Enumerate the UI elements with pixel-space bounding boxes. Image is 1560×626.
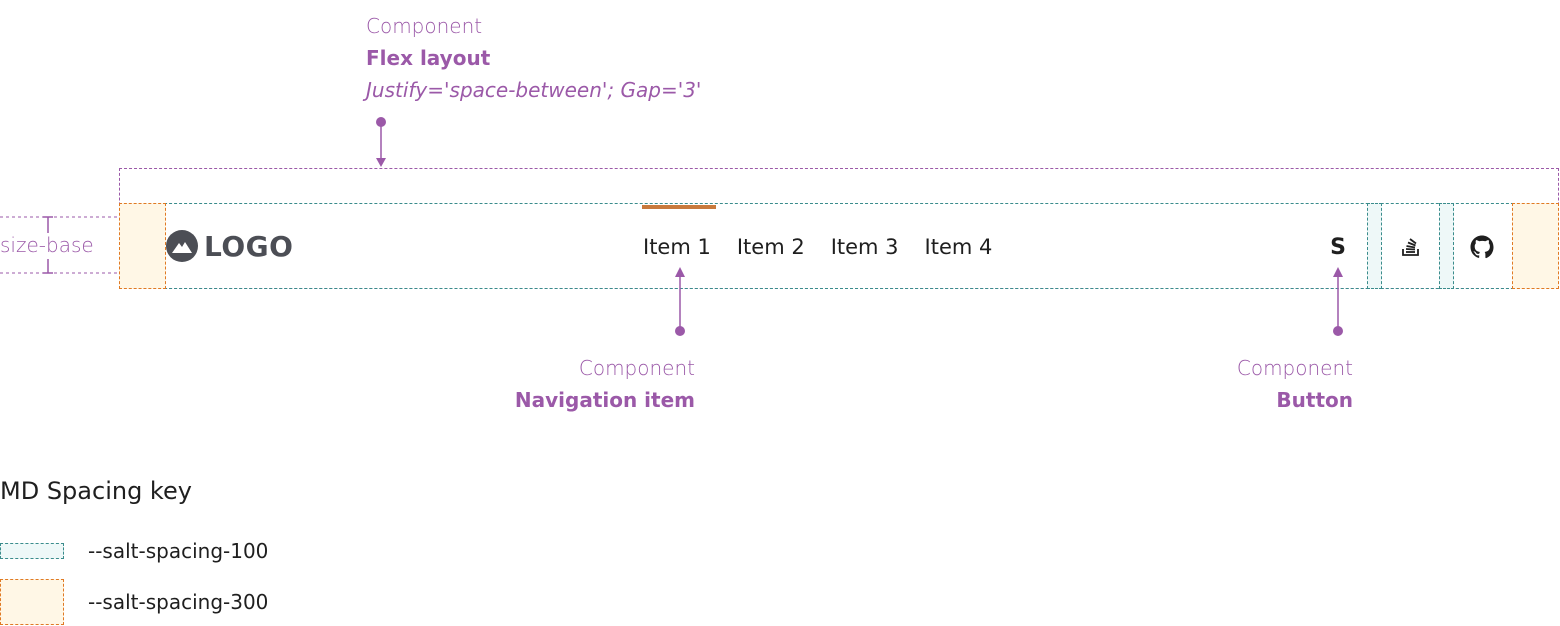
spacing-key-item-300: --salt-spacing-300 xyxy=(0,579,268,625)
navigation: Item 1 Item 2 Item 3 Item 4 xyxy=(630,230,1005,264)
stack-overflow-button[interactable] xyxy=(1394,230,1428,264)
annotation-props: Justify='space-between'; Gap='3' xyxy=(366,78,702,102)
active-nav-indicator xyxy=(642,205,716,209)
annotation-component-name: Button xyxy=(1276,388,1353,412)
spacing-key-label: --salt-spacing-300 xyxy=(88,590,269,614)
mountain-icon xyxy=(166,230,198,262)
stack-overflow-icon xyxy=(1402,238,1419,256)
annotation-kind: Component xyxy=(578,356,695,380)
spacing-key-item-100: --salt-spacing-100 xyxy=(0,535,268,567)
button-gap-frame xyxy=(1439,203,1454,289)
nav-item-4[interactable]: Item 4 xyxy=(924,235,993,259)
spacing-key-label: --salt-spacing-100 xyxy=(88,539,269,563)
flex-layout-annotation: Component Flex layout Justify='space-bet… xyxy=(366,10,701,106)
spacing-100-swatch xyxy=(0,543,64,559)
size-base-label: size-base xyxy=(0,233,94,257)
github-button[interactable] xyxy=(1465,230,1499,264)
nav-item-2[interactable]: Item 2 xyxy=(736,235,805,259)
annotation-component-name: Flex layout xyxy=(366,46,491,70)
stencil-button[interactable]: S xyxy=(1321,230,1355,264)
left-padding-spacing-300 xyxy=(119,203,166,289)
spacing-key-title: MD Spacing key xyxy=(0,477,192,505)
annotation-component-name: Navigation item xyxy=(514,388,695,412)
button-annotation: Component Button xyxy=(1170,352,1353,416)
annotation-kind: Component xyxy=(366,14,483,38)
logo[interactable]: LOGO xyxy=(166,229,294,263)
flex-pointer xyxy=(376,117,386,167)
button-gap-spacing-100 xyxy=(1367,203,1382,289)
logo-text: LOGO xyxy=(204,229,294,263)
github-icon xyxy=(1470,235,1494,259)
nav-item-3[interactable]: Item 3 xyxy=(830,235,899,259)
button-gap-spacing-100 xyxy=(1439,203,1454,289)
right-padding-spacing-300 xyxy=(1512,203,1559,289)
annotation-kind: Component xyxy=(1236,356,1353,380)
nav-item-1[interactable]: Item 1 xyxy=(643,235,711,259)
spacing-300-swatch xyxy=(0,579,64,625)
nav-item-annotation: Component Navigation item xyxy=(480,352,695,416)
button-gap-frame xyxy=(1367,203,1382,289)
stencil-s-icon: S xyxy=(1330,234,1346,260)
